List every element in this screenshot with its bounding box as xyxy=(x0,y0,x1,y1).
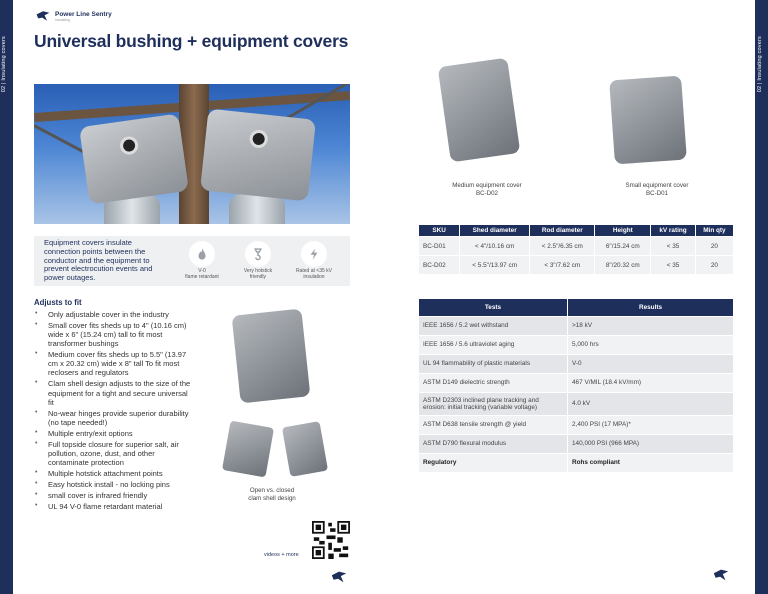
table-cell: 4.0 kV xyxy=(568,393,733,415)
table-cell: 2,400 PSI (17 MPA)* xyxy=(568,416,733,434)
table-cell: BC-D02 xyxy=(419,256,460,275)
table-cell: < 5.5"/13.97 cm xyxy=(460,256,530,275)
list-item: Multiple hotstick attachment points xyxy=(34,469,194,478)
col-header: SKU xyxy=(419,225,460,237)
bird-logo-icon xyxy=(331,571,347,583)
hero-photo xyxy=(34,84,350,224)
table-cell: 20 xyxy=(695,237,733,256)
feature-hotstick-label: Very hotstick friendly xyxy=(243,268,273,280)
table-cell: ASTM D638 tensile strength @ yield xyxy=(419,416,567,434)
col-header: Rod diameter xyxy=(530,225,595,237)
medium-cover-caption: Medium equipment cover BC-D02 xyxy=(452,182,522,198)
side-label-left: 02 | Insulating covers xyxy=(1,36,7,93)
qr-code[interactable] xyxy=(312,521,350,559)
col-header: kV rating xyxy=(651,225,695,237)
table-cell: 467 V/MIL (18.4 kV/mm) xyxy=(568,374,733,392)
feature-flame: V-0 flame retardant xyxy=(176,241,228,281)
table-row: ASTM D2303 inclined plane tracking and e… xyxy=(419,393,733,415)
table-cell: BC-D01 xyxy=(419,237,460,256)
brand-name: Power Line Sentry xyxy=(55,10,112,18)
feature-rating-label: Rated at <35 kV insulation xyxy=(296,268,332,280)
page-title: Universal bushing + equipment covers xyxy=(34,31,349,51)
feature-panel: Equipment covers insulate connection poi… xyxy=(34,236,350,286)
medium-cover-image xyxy=(437,57,521,163)
table-cell: 5,000 hrs xyxy=(568,336,733,354)
list-item: No-wear hinges provide superior durabili… xyxy=(34,409,194,427)
adjusts-heading: Adjusts to fit xyxy=(34,298,82,307)
table-cell: 20 xyxy=(695,256,733,275)
table-cell: < 4"/10.16 cm xyxy=(460,237,530,256)
bird-logo-icon xyxy=(713,569,729,581)
table-cell: ASTM D2303 inclined plane tracking and e… xyxy=(419,393,567,415)
table-cell: < 3"/7.62 cm xyxy=(530,256,595,275)
lightning-icon xyxy=(310,248,318,260)
hotstick-hook-icon xyxy=(254,248,262,261)
col-header: Height xyxy=(595,225,651,237)
list-item: Multiple entry/exit options xyxy=(34,429,194,438)
list-item: Clam shell design adjusts to the size of… xyxy=(34,379,194,406)
table-cell: 8"/20.32 cm xyxy=(595,256,651,275)
list-item: small cover is infrared friendly xyxy=(34,491,194,500)
feature-hotstick: Very hotstick friendly xyxy=(232,241,284,281)
table-cell: ASTM D149 dielectric strength xyxy=(419,374,567,392)
col-header: Min qty xyxy=(695,225,733,237)
table-cell: Regulatory xyxy=(419,454,567,472)
list-item: Medium cover fits sheds up to 5.5" (13.9… xyxy=(34,350,194,377)
cover-closed-image xyxy=(231,308,311,404)
clam-caption: Open vs. closed clam shell design xyxy=(248,487,296,503)
table-cell: ASTM D790 flexural modulus xyxy=(419,435,567,453)
table-row: IEEE 1656 / 5.2 wet withstand>18 kV xyxy=(419,317,733,335)
table-cell: 6"/15.24 cm xyxy=(595,237,651,256)
table-header-row: Tests Results xyxy=(419,299,733,316)
list-item: UL 94 V-0 flame retardant material xyxy=(34,502,194,511)
info-text: Equipment covers insulate connection poi… xyxy=(44,237,153,283)
table-row: BC-D02 < 5.5"/13.97 cm < 3"/7.62 cm 8"/2… xyxy=(419,256,733,275)
small-cover-caption: Small equipment cover BC-D01 xyxy=(625,182,689,198)
table-row: BC-D01 < 4"/10.16 cm < 2.5"/6.35 cm 6"/1… xyxy=(419,237,733,256)
table-cell: V-0 xyxy=(568,355,733,373)
table-cell: UL 94 flammability of plastic materials xyxy=(419,355,567,373)
right-page-edge: 02 | Insulating covers xyxy=(755,0,768,594)
list-item: Small cover fits sheds up to 4" (10.16 c… xyxy=(34,321,194,348)
bird-logo-icon xyxy=(36,11,50,21)
left-page-edge: 02 | Insulating covers xyxy=(0,0,13,594)
clam-open-right-image xyxy=(281,421,329,477)
tests-table: Tests Results IEEE 1656 / 5.2 wet withst… xyxy=(418,298,734,473)
table-cell: < 35 xyxy=(651,256,695,275)
brand-tagline: Insulating xyxy=(55,17,70,22)
table-cell: < 35 xyxy=(651,237,695,256)
table-cell: 140,000 PSI (966 MPA) xyxy=(568,435,733,453)
side-label-right: 02 | Insulating covers xyxy=(757,36,763,93)
table-cell: < 2.5"/6.35 cm xyxy=(530,237,595,256)
table-cell: IEEE 1656 / 5.2 wet withstand xyxy=(419,317,567,335)
list-item: Full topside closure for superior salt, … xyxy=(34,440,194,467)
col-header: Shed diameter xyxy=(460,225,530,237)
list-item: Only adjustable cover in the industry xyxy=(34,310,194,319)
col-header: Results xyxy=(568,299,733,316)
spec-table: SKU Shed diameter Rod diameter Height kV… xyxy=(418,224,734,275)
feature-flame-label: V-0 flame retardant xyxy=(185,268,219,280)
feature-rating: Rated at <35 kV insulation xyxy=(288,241,340,281)
list-item: Easy hotstick install - no locking pins xyxy=(34,480,194,489)
table-header-row: SKU Shed diameter Rod diameter Height kV… xyxy=(419,225,733,237)
videos-link[interactable]: videos + more xyxy=(264,552,299,558)
table-cell: IEEE 1656 / 5.6 ultraviolet aging xyxy=(419,336,567,354)
col-header: Tests xyxy=(419,299,567,316)
small-cover-image xyxy=(609,75,687,165)
clam-open-left-image xyxy=(221,420,275,478)
table-cell: >18 kV xyxy=(568,317,733,335)
adjusts-list: Only adjustable cover in the industry Sm… xyxy=(34,310,194,513)
flame-icon xyxy=(198,248,206,260)
table-cell: Rohs compliant xyxy=(568,454,733,472)
